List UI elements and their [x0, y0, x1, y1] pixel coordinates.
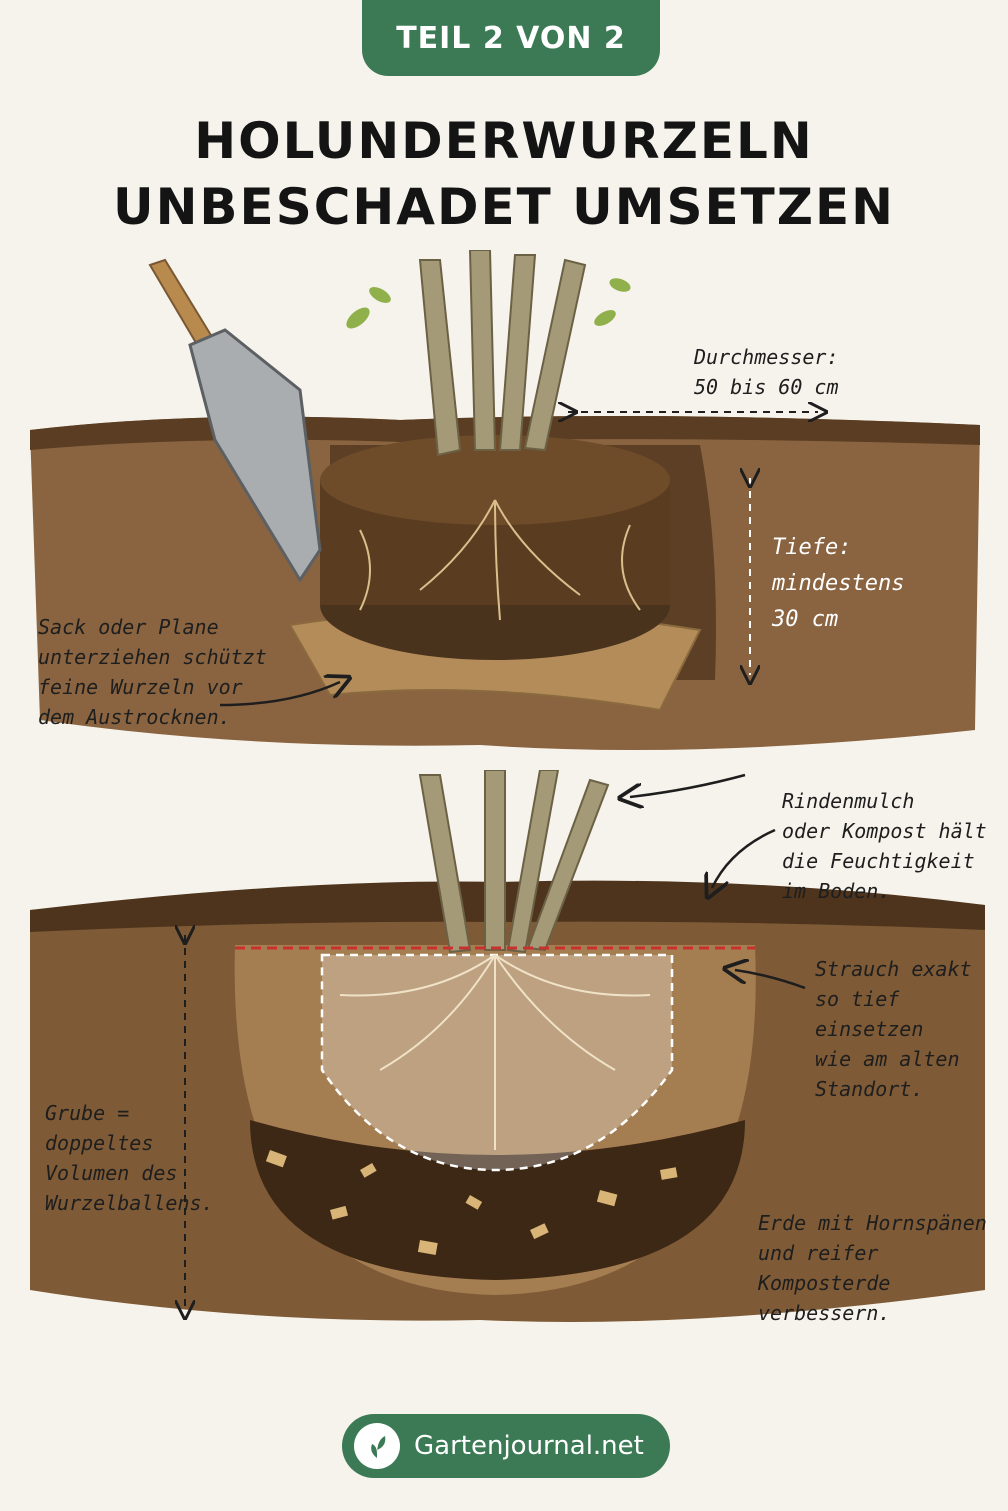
mulch-pointer-arrow — [712, 828, 776, 888]
amended-soil — [250, 1120, 745, 1280]
dig-out-illustration — [30, 250, 980, 750]
soil-improvement-label: Erde mit Hornspänen und reifer Komposter… — [758, 1211, 987, 1325]
root-ball-top — [320, 435, 670, 525]
part-badge: TEIL 2 VON 2 — [362, 0, 660, 76]
mulch-layer — [30, 880, 985, 932]
depth-note-pointer-arrow — [735, 970, 806, 990]
planting-illustration — [30, 770, 985, 1322]
root-ball-outline — [320, 953, 674, 1172]
roots — [339, 954, 651, 1150]
diameter-label: Durchmesser: 50 bis 60 cm — [694, 345, 839, 399]
depth-label: Tiefe: mindestens 30 cm — [772, 535, 905, 632]
leaves — [346, 278, 631, 329]
shrub-stems — [418, 250, 587, 457]
mulch-label: Rindenmulch oder Kompost hält die Feucht… — [782, 789, 987, 903]
plant-leaf-icon — [354, 1423, 400, 1469]
root-ball-roots — [359, 499, 641, 621]
sack-label: Sack oder Plane unterziehen schützt fein… — [38, 615, 267, 729]
page-title-line-2: UNBESCHADET UMSETZEN — [112, 178, 896, 236]
pit-volume-label: Grube = doppeltes Volumen des Wurzelball… — [45, 1101, 214, 1215]
soil-pointer-arrow — [630, 773, 746, 797]
brand-footer[interactable]: Gartenjournal.net — [342, 1414, 670, 1478]
brand-name: Gartenjournal.net — [414, 1431, 644, 1461]
depth-note-label: Strauch exakt so tief einsetzen wie am a… — [815, 957, 972, 1101]
horn-shavings — [265, 1149, 678, 1255]
shrub-stems — [418, 770, 610, 954]
spade-illustration — [148, 258, 322, 583]
page-title-line-1: HOLUNDERWURZELN — [194, 112, 814, 170]
sack-pointer-arrow — [219, 682, 340, 707]
